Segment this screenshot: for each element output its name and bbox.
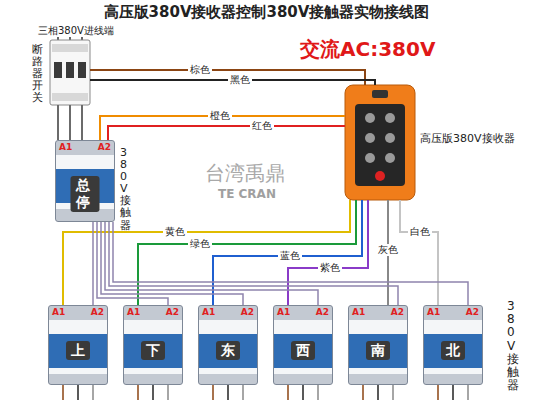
terminal-label: A2 (98, 142, 111, 153)
contactor-name: 下 (141, 341, 165, 360)
wire-color-label: 棕色 (188, 64, 212, 76)
wire-color-label: 灰色 (376, 244, 400, 256)
terminal-label: A2 (316, 307, 329, 318)
terminal-label: A1 (277, 307, 290, 318)
output-wire (212, 385, 214, 400)
wire-connector (97, 222, 168, 305)
output-wire (392, 385, 394, 400)
wire-color-label: 黑色 (228, 74, 252, 86)
output-wire (302, 385, 304, 400)
node-label: 380V接触器 (120, 147, 131, 232)
output-wire (152, 385, 154, 400)
contactor-box: A1 A2 上 (48, 305, 108, 385)
output-wire (437, 385, 439, 400)
output-wire (92, 385, 94, 400)
terminal-label: A2 (166, 307, 179, 318)
output-wire (227, 385, 229, 400)
terminal-label: A1 (127, 307, 140, 318)
contactor-name: 总停 (71, 176, 100, 212)
terminal-label: A1 (202, 307, 215, 318)
output-wire (362, 385, 364, 400)
output-wire (287, 385, 289, 400)
contactor-name: 东 (216, 341, 240, 360)
wire-color-label: 黄色 (163, 226, 187, 238)
wire-connector (105, 222, 318, 305)
terminal-label: A2 (391, 307, 404, 318)
remote-receiver: 高压版380V接收器 (345, 85, 415, 200)
watermark: TE CRAN (218, 187, 276, 201)
note-label: 三相380V进线端 (38, 24, 114, 38)
node-label: 高压版380V接收器 (420, 131, 515, 146)
output-wire (242, 385, 244, 400)
wire-connector (109, 222, 398, 305)
contactor-box: A1 A2 东 (198, 305, 258, 385)
output-wire (62, 385, 64, 400)
output-wire (377, 385, 379, 400)
terminal-label: A1 (427, 307, 440, 318)
terminal-label: A2 (241, 307, 254, 318)
wire-connector (108, 126, 345, 140)
output-wire (137, 385, 139, 400)
contactor-name: 北 (441, 341, 465, 360)
terminal-label: A1 (352, 307, 365, 318)
diagram-title: 高压版380V接收器控制380V接触器实物接线图 (0, 3, 533, 22)
terminal-label: A2 (466, 307, 479, 318)
terminal-label: A1 (59, 142, 72, 153)
breaker-body (50, 37, 90, 105)
wire-connector (400, 200, 438, 305)
contactor-box: A1 A2 西 (273, 305, 333, 385)
contactor-name: 上 (66, 341, 90, 360)
circuit-breaker: 断路器开关 (50, 40, 90, 105)
contactor-box: A1 A2 南 (348, 305, 408, 385)
wire-color-label: 紫色 (318, 262, 342, 274)
group-label: 380V接触器 (507, 300, 519, 392)
wire-connector (113, 222, 468, 305)
receiver-body (345, 85, 415, 200)
wire-color-label: 红色 (250, 120, 274, 132)
wire-connector (90, 70, 365, 85)
contactor-box: A1 A2 北 (423, 305, 483, 385)
output-wire (452, 385, 454, 400)
wire-connector (101, 222, 243, 305)
note-label: 交流AC:380V (300, 36, 435, 63)
wire-color-label: 蓝色 (278, 250, 302, 262)
contactor-name: 南 (366, 341, 390, 360)
wire-connector (58, 105, 82, 140)
contactor-name: 西 (291, 341, 315, 360)
terminal-label: A1 (52, 307, 65, 318)
node-label: 断路器开关 (32, 44, 43, 104)
wire-color-label: 白色 (408, 226, 432, 238)
output-wire (167, 385, 169, 400)
wire-color-label: 绿色 (188, 238, 212, 250)
watermark: 台湾禹鼎 (205, 160, 285, 187)
output-wire (77, 385, 79, 400)
contactor-box: 380V接触器A1A2总停 (55, 140, 115, 222)
terminal-label: A2 (91, 307, 104, 318)
contactor-box: A1 A2 下 (123, 305, 183, 385)
output-wire (467, 385, 469, 400)
wire-color-label: 橙色 (208, 110, 232, 122)
wire-connector (92, 222, 94, 305)
output-wire (317, 385, 319, 400)
